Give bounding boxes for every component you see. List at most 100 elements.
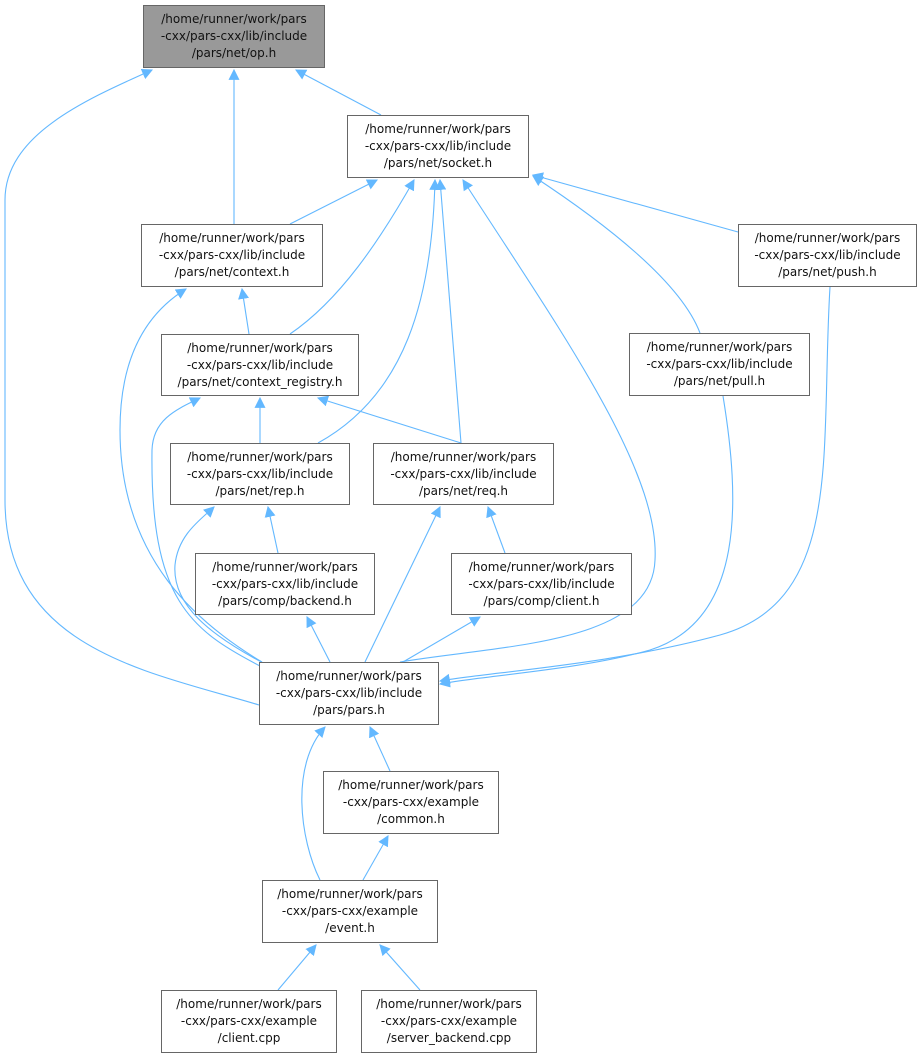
edge-pars-to-socket bbox=[399, 179, 656, 663]
node-client-cpp[interactable]: /home/runner/work/pars -cxx/pars-cxx/exam… bbox=[161, 990, 337, 1053]
node-label-line: /home/runner/work/pars bbox=[161, 12, 307, 26]
node-label-line: /pars/pars.h bbox=[313, 703, 385, 717]
node-label-line: /pars/net/context.h bbox=[174, 265, 290, 279]
node-label-line: -cxx/pars-cxx/lib/include bbox=[186, 357, 334, 372]
edge-socket-to-op bbox=[295, 69, 382, 116]
node-label: /home/runner/work/pars -cxx/pars-cxx/lib/… bbox=[390, 449, 536, 500]
edge-event-to-common bbox=[362, 835, 389, 881]
edge-req-to-socket bbox=[435, 178, 462, 444]
node-label-line: -cxx/pars-cxx/example bbox=[281, 904, 419, 918]
node-label-line: /home/runner/work/pars bbox=[187, 340, 333, 355]
node-label-line: /pars/net/pull.h bbox=[673, 374, 766, 388]
node-server-backend[interactable]: /home/runner/work/pars-cxx/pars-cxx/exam… bbox=[361, 990, 537, 1053]
node-label-line: /pars/net/push.h bbox=[778, 265, 877, 279]
node-label-line: /home/runner/work/pars bbox=[159, 231, 305, 245]
node-label-line: /home/runner/work/pars bbox=[365, 122, 511, 136]
node-label-line: /home/runner/work/pars bbox=[338, 778, 484, 792]
edge-pull-to-socket bbox=[532, 175, 701, 334]
node-label-line: /pars/comp/client.h bbox=[483, 593, 600, 608]
node-label-line: /home/runner/work/pars bbox=[390, 449, 537, 464]
node-label-line: /home/runner/work/pars bbox=[276, 669, 422, 683]
edge-pars-to-context_registry bbox=[151, 397, 263, 668]
node-label: /home/runner/work/pars -cxx/pars-cxx/lib/… bbox=[646, 339, 792, 390]
edge-pars-to-rep bbox=[174, 506, 266, 665]
node-label: /home/runner/work/pars -cxx/pars-cxx/lib/… bbox=[159, 230, 305, 281]
node-label: /home/runner/work/pars -cxx/pars-cxx/lib/… bbox=[161, 11, 307, 62]
node-client-h[interactable]: /home/runner/work/pars -cxx/pars-cxx/lib/… bbox=[451, 553, 632, 615]
node-label-line: -cxx/pars-cxx/example bbox=[342, 795, 480, 809]
edge-push-to-socket bbox=[531, 172, 739, 233]
node-op: /home/runner/work/pars -cxx/pars-cxx/lib/… bbox=[143, 5, 325, 68]
node-label: /home/runner/work/pars -cxx/pars-cxx/lib/… bbox=[212, 559, 358, 610]
node-socket[interactable]: /home/runner/work/pars -cxx/pars-cxx/lib/… bbox=[347, 115, 529, 178]
node-label-line: -cxx/pars-cxx/lib/include bbox=[364, 139, 512, 153]
edge-pars-to-backend bbox=[306, 616, 331, 663]
node-label-line: -cxx/pars-cxx/lib/include bbox=[390, 466, 537, 481]
node-label-line: -cxx/pars-cxx/lib/include bbox=[186, 466, 334, 481]
node-label-line: -cxx/pars-cxx/lib/include bbox=[646, 357, 793, 371]
node-label-line: /home/runner/work/pars bbox=[646, 340, 793, 354]
edge-context-to-socket bbox=[289, 179, 378, 225]
node-context[interactable]: /home/runner/work/pars -cxx/pars-cxx/lib/… bbox=[141, 224, 323, 287]
node-rep[interactable]: /home/runner/work/pars -cxx/pars-cxx/lib/… bbox=[170, 443, 350, 505]
node-context-registry[interactable]: /home/runner/work/pars -cxx/pars-cxx/lib/… bbox=[161, 334, 359, 396]
node-label: /home/runner/work/pars -cxx/pars-cxx/lib/… bbox=[365, 121, 511, 172]
node-label-line: /pars/net/req.h bbox=[418, 483, 509, 498]
node-pull[interactable]: /home/runner/work/pars -cxx/pars-cxx/lib/… bbox=[629, 333, 810, 396]
edge-pars-to-op bbox=[4, 69, 260, 706]
node-label-line: -cxx/pars-cxx/lib/include bbox=[468, 576, 615, 591]
edge-pull-to-pars bbox=[438, 395, 734, 688]
node-label-line: /home/runner/work/pars bbox=[212, 559, 358, 574]
node-label-line: -cxx/pars-cxx/lib/include bbox=[158, 248, 306, 262]
node-label-line: /common.h bbox=[377, 812, 445, 826]
node-label-line: /pars/net/socket.h bbox=[383, 156, 493, 170]
node-label-line: /pars/net/context_registry.h bbox=[177, 374, 343, 389]
node-label-line: /pars/net/rep.h bbox=[215, 483, 305, 498]
node-label-line: -cxx/pars-cxx/lib/include bbox=[275, 686, 423, 700]
node-label: /home/runner/work/pars -cxx/pars-cxx/lib/… bbox=[187, 449, 333, 500]
node-label-line: /client.cpp bbox=[217, 1031, 281, 1045]
node-label-line: /home/runner/work/pars bbox=[754, 231, 901, 245]
edge-client_h-to-req bbox=[486, 505, 506, 554]
node-label-line: -cxx/pars-cxx/example bbox=[180, 1014, 318, 1028]
node-label-line: /event.h bbox=[325, 921, 375, 935]
edge-push-to-pars bbox=[438, 286, 831, 685]
edge-server_backend-to-event bbox=[379, 944, 421, 991]
node-label: /home/runner/work/pars-cxx/pars-cxx/exam… bbox=[376, 996, 521, 1047]
edge-pars-to-client_h bbox=[402, 616, 481, 663]
node-label-line: -cxx/pars-cxx/lib/include bbox=[211, 576, 359, 591]
node-label: /home/runner/work/pars -cxx/pars-cxx/lib/… bbox=[754, 230, 900, 281]
node-push[interactable]: /home/runner/work/pars -cxx/pars-cxx/lib/… bbox=[738, 224, 917, 287]
node-label-line: /home/runner/work/pars bbox=[376, 997, 522, 1011]
node-label: /home/runner/work/pars -cxx/pars-cxx/lib/… bbox=[178, 340, 343, 391]
edge-context_registry-to-socket bbox=[289, 179, 415, 335]
node-label-line: /home/runner/work/pars bbox=[277, 887, 423, 901]
node-label-line: /server_backend.cpp bbox=[386, 1031, 512, 1045]
node-label: /home/runner/work/pars -cxx/pars-cxx/exam… bbox=[338, 777, 483, 828]
edge-backend-to-rep bbox=[264, 505, 279, 554]
edge-req-to-context_registry bbox=[316, 395, 462, 444]
edge-client_cpp-to-event bbox=[277, 944, 317, 991]
node-pars[interactable]: /home/runner/work/pars -cxx/pars-cxx/lib/… bbox=[259, 662, 439, 725]
node-label: /home/runner/work/pars -cxx/pars-cxx/lib/… bbox=[468, 559, 614, 610]
node-label-line: -cxx/pars-cxx/lib/include bbox=[754, 248, 901, 262]
node-label-line: -cxx/pars-cxx/lib/include bbox=[160, 29, 308, 43]
node-label-line: /pars/net/op.h bbox=[191, 46, 277, 60]
node-label-line: /home/runner/work/pars bbox=[468, 559, 615, 574]
node-label: /home/runner/work/pars -cxx/pars-cxx/lib/… bbox=[276, 668, 422, 719]
edge-event-to-pars bbox=[301, 726, 326, 881]
edge-context_registry-to-context bbox=[238, 287, 250, 335]
node-req[interactable]: /home/runner/work/pars -cxx/pars-cxx/lib/… bbox=[373, 443, 554, 505]
edge-rep-to-socket bbox=[317, 178, 441, 444]
edge-pars-to-context bbox=[119, 288, 263, 663]
node-label: /home/runner/work/pars -cxx/pars-cxx/exam… bbox=[277, 886, 422, 937]
node-common[interactable]: /home/runner/work/pars -cxx/pars-cxx/exam… bbox=[323, 771, 499, 834]
node-label-line: /home/runner/work/pars bbox=[176, 997, 322, 1011]
node-label-line: /pars/comp/backend.h bbox=[218, 593, 352, 608]
node-label: /home/runner/work/pars -cxx/pars-cxx/exam… bbox=[176, 996, 321, 1047]
edge-pars-to-req bbox=[364, 506, 441, 663]
node-label-line: /home/runner/work/pars bbox=[187, 449, 333, 464]
node-backend[interactable]: /home/runner/work/pars -cxx/pars-cxx/lib/… bbox=[195, 553, 375, 615]
node-event[interactable]: /home/runner/work/pars -cxx/pars-cxx/exam… bbox=[262, 880, 438, 943]
